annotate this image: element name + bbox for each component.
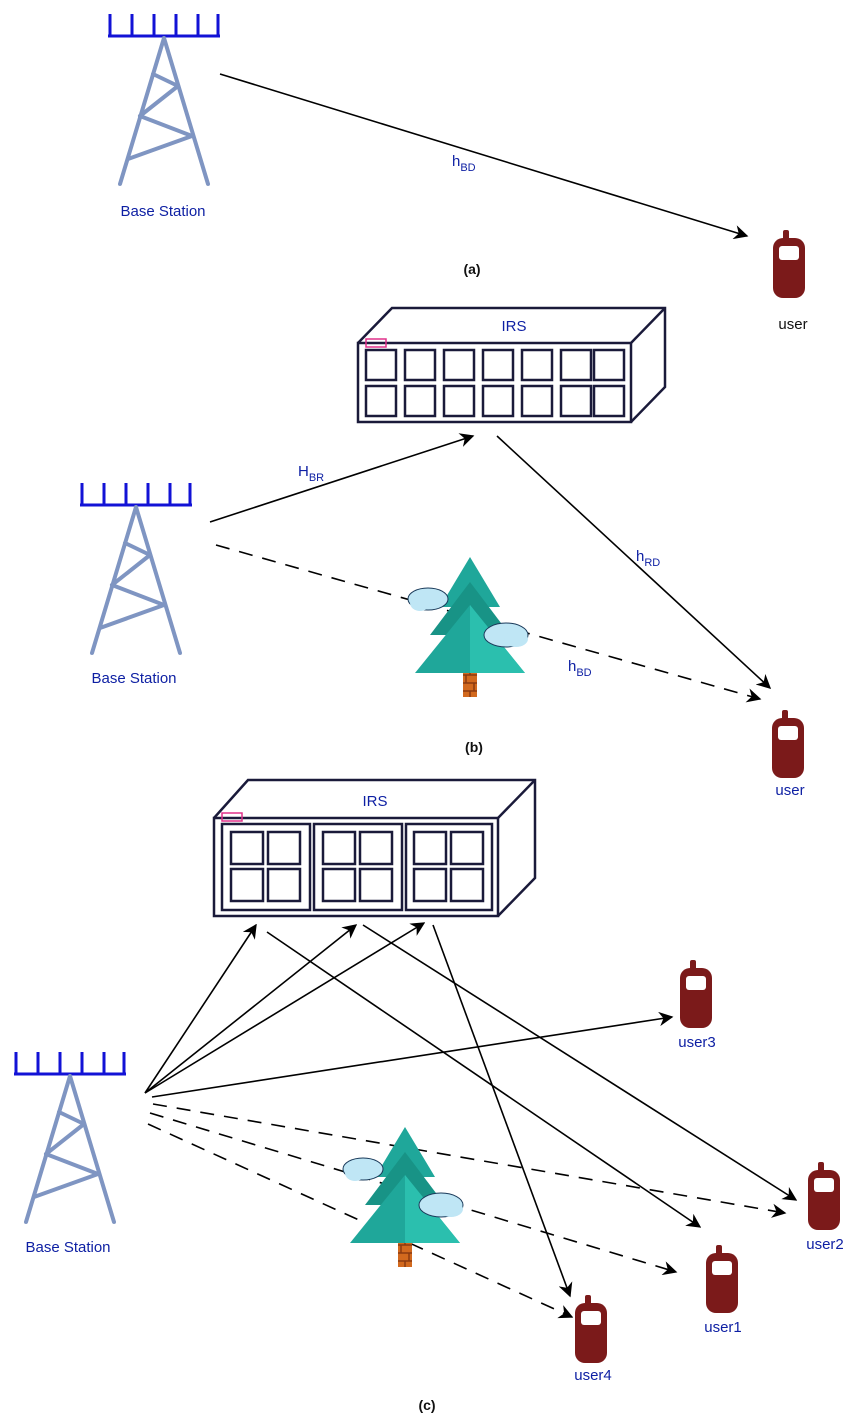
tree-obstacle-icon bbox=[342, 1126, 464, 1268]
bs-to-user2-dashed bbox=[152, 1103, 787, 1218]
irs-to-user2-arrow bbox=[362, 924, 798, 1201]
caption-a: (a) bbox=[463, 261, 480, 277]
user2-label: user2 bbox=[806, 1236, 844, 1253]
irs-to-user1-arrow bbox=[266, 931, 702, 1228]
user1-phone-icon bbox=[706, 1245, 738, 1313]
user2-phone-icon bbox=[808, 1162, 840, 1230]
link-bd-label: hBD bbox=[452, 153, 476, 174]
user-phone-icon bbox=[772, 710, 804, 778]
caption-c: (c) bbox=[418, 1397, 435, 1413]
user-phone-icon bbox=[773, 230, 805, 298]
irs-label: IRS bbox=[501, 318, 526, 335]
bs-to-user3-arrow bbox=[151, 1011, 674, 1098]
irs-surface bbox=[212, 778, 537, 918]
base-station-label: Base Station bbox=[25, 1239, 110, 1256]
link-br-arrow bbox=[209, 433, 475, 523]
link-rd-label: hRD bbox=[636, 548, 660, 569]
panel-c: IRS Base Station user3 user2 user1 bbox=[12, 778, 844, 1413]
link-br-label: HBR bbox=[298, 463, 324, 484]
user1-label: user1 bbox=[704, 1319, 742, 1336]
bs-to-irs-arrow-1 bbox=[144, 923, 257, 1094]
link-rd-arrow bbox=[496, 435, 772, 689]
bs-to-user4-dashed bbox=[147, 1123, 574, 1319]
user-label: user bbox=[775, 782, 804, 799]
user4-phone-icon bbox=[575, 1295, 607, 1363]
base-station-tower-icon bbox=[78, 481, 194, 655]
link-bd-arrow bbox=[219, 73, 749, 240]
bs-to-irs-arrow-2 bbox=[144, 924, 358, 1094]
tree-obstacle-icon bbox=[407, 556, 529, 698]
irs-surface bbox=[356, 306, 667, 424]
user-label: user bbox=[778, 316, 807, 333]
user3-phone-icon bbox=[680, 960, 712, 1028]
irs-to-user4-arrow bbox=[432, 924, 573, 1298]
irs-label: IRS bbox=[362, 793, 387, 810]
user3-label: user3 bbox=[678, 1034, 716, 1051]
panel-a: Base Station hBD user (a) bbox=[106, 12, 808, 333]
base-station-label: Base Station bbox=[120, 203, 205, 220]
direct-links bbox=[147, 1103, 787, 1319]
caption-b: (b) bbox=[465, 739, 483, 755]
bs-to-irs-arrow-3 bbox=[144, 922, 426, 1094]
link-bd-label: hBD bbox=[568, 658, 592, 679]
solid-links bbox=[144, 922, 798, 1298]
base-station-tower-icon bbox=[12, 1050, 128, 1224]
base-station-label: Base Station bbox=[91, 670, 176, 687]
panel-b: IRS Base Station HBR hRD hBD user (b) bbox=[78, 306, 805, 799]
user4-label: user4 bbox=[574, 1367, 612, 1384]
base-station-tower-icon bbox=[106, 12, 222, 186]
